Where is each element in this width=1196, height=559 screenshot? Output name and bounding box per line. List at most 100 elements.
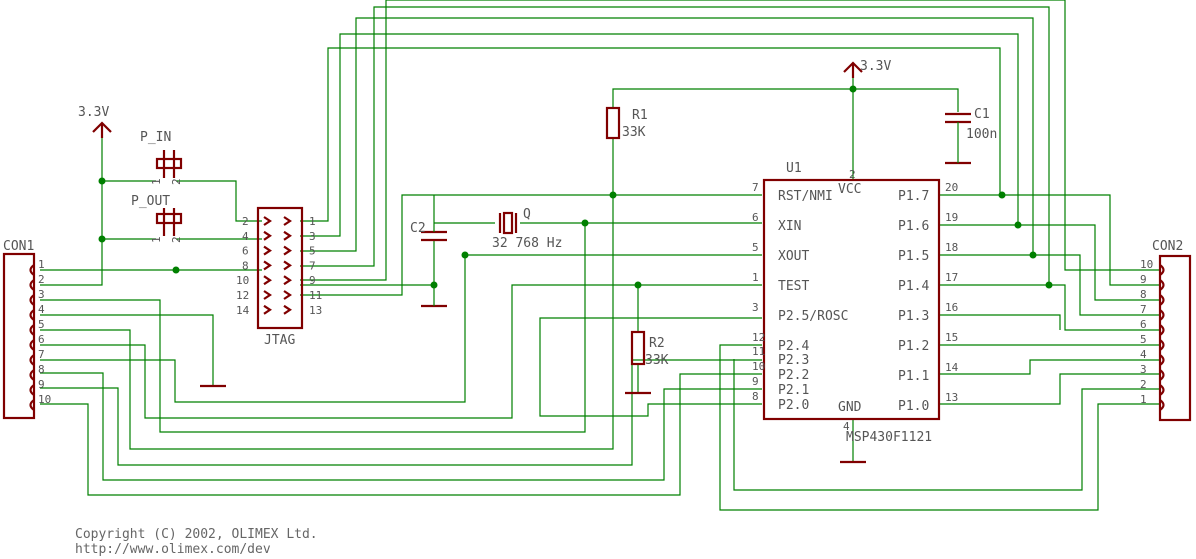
con2-pin-number: 9 [1140,273,1147,286]
con2-pin-mark [1159,324,1165,336]
u1-left-pin-number: 12 [752,331,765,344]
u1-left-pin-number: 10 [752,360,765,373]
con2-pin-mark [1159,354,1165,366]
svg-text:1: 1 [150,236,163,243]
supply-label-left: 3.3V [78,105,109,120]
con1-pin-mark [29,339,35,351]
jtag-left-pin-number: 4 [242,230,249,243]
con2-pin-number: 4 [1140,348,1147,361]
wire-p15-con2 [938,254,1160,316]
wire-con1-7 [40,254,762,403]
mcu-u1: U1 VCC 2 GND 4 MSP430F1121 7RST/NMI6XIN5… [752,161,959,445]
r1-value: 33K [622,125,646,140]
wire-p11-con2 [938,359,1160,375]
con2-pin-mark [1159,339,1165,351]
con2-pin-number: 5 [1140,333,1147,346]
svg-text:2: 2 [849,168,856,181]
r2-name: R2 [649,336,665,351]
jtag-right-pin-number: 13 [309,304,322,317]
u1-left-pin-number: 1 [752,271,759,284]
u1-left-pin-number: 6 [752,211,759,224]
con1-pin-number: 6 [38,333,45,346]
jtag-right-pin-number: 7 [309,259,316,272]
jtag-label: JTAG [264,333,295,348]
jtag-right-pin-number: 1 [309,215,316,228]
copyright-line1: Copyright (C) 2002, OLIMEX Ltd. [75,527,318,542]
con1-pin-mark [29,354,35,366]
u1-gnd: GND [838,400,862,415]
jtag-pin-mark [263,245,272,256]
u1-left-pin-name: P2.1 [778,383,809,398]
wire-con1-5 [40,194,762,450]
p-in-label: P_IN [140,130,171,145]
con1-pin-mark [29,294,35,306]
crystal-name: Q [523,207,531,222]
ground-symbols [200,130,971,464]
con2-pin-number: 7 [1140,303,1147,316]
con1-pin-number: 7 [38,348,45,361]
con2-pin-mark [1159,294,1165,306]
wire-p24 [719,344,1160,511]
con1-pin-mark [29,309,35,321]
con2-label: CON2 [1152,239,1183,254]
capacitor-c1: C1 100n [945,107,997,142]
u1-right-pin-name: P1.0 [898,399,929,414]
jtag-left-pin-number: 12 [236,289,249,302]
con2-pin-number: 6 [1140,318,1147,331]
u1-right-pin-name: P1.3 [898,309,929,324]
con1-pin-mark [29,369,35,381]
wire-jtag1-p17 [300,47,1001,222]
u1-right-pin-name: P1.6 [898,219,929,234]
wire-con1-8 [40,372,762,481]
jtag-pin-mark [263,304,272,315]
con2-pin-number: 3 [1140,363,1147,376]
wire-vcc-r1 [612,72,854,108]
jtag-pin-mark [283,275,292,286]
u1-left-pin-number: 9 [752,375,759,388]
svg-text:1: 1 [150,178,163,185]
crystal-q: Q 32 768 Hz [492,207,562,251]
u1-ref: U1 [786,161,802,176]
u1-left-pin-number: 8 [752,390,759,403]
con2-pin-mark [1159,369,1165,381]
u1-right-pin-number: 19 [945,211,958,224]
wire-con2-10 [1064,0,1160,271]
wire-p13-con2 [938,314,1061,330]
wires [40,0,1160,511]
resistor-r1: R1 33K [605,106,648,140]
con1-pin-mark [29,279,35,291]
wire-jtag9-rst [300,0,1065,281]
con1-pin-number: 8 [38,363,45,376]
jtag-left-pin-number: 6 [242,245,249,258]
con1-pin-number: 9 [38,378,45,391]
wire-con1-6 [40,284,762,419]
supply-3v3-top: 3.3V [843,59,891,78]
wire-p20 [539,317,762,417]
con2-pin-number: 8 [1140,288,1147,301]
r2-value: 33K [645,353,669,368]
u1-left-pin-name: P2.3 [778,353,809,368]
jtag-left-pin-number: 2 [242,215,249,228]
con1-pin-number: 10 [38,393,51,406]
jtag-right-pin-number: 3 [309,230,316,243]
junctions [98,85,1053,289]
jtag-pin-mark [263,216,272,226]
u1-right-pin-number: 16 [945,301,958,314]
jumper-p-out: 1 2 P_OUT [131,194,183,243]
svg-text:2: 2 [170,178,183,185]
jtag-pin-mark [263,290,272,300]
p-out-label: P_OUT [131,194,170,209]
u1-right-pin-name: P1.4 [898,279,929,294]
con1-pin-number: 5 [38,318,45,331]
con2-pin-mark [1159,309,1165,321]
con2-pin-mark [1159,279,1165,291]
u1-left-pin-number: 11 [752,345,765,358]
u1-left-pin-number: 5 [752,241,759,254]
c1-name: C1 [974,107,990,122]
u1-right-pin-number: 18 [945,241,958,254]
wire-con1-4 [40,314,214,385]
u1-right-pin-number: 20 [945,181,958,194]
jtag-left-pin-number: 10 [236,274,249,287]
capacitor-c2: C2 [410,205,447,242]
jtag-right-pin-number: 5 [309,245,316,258]
